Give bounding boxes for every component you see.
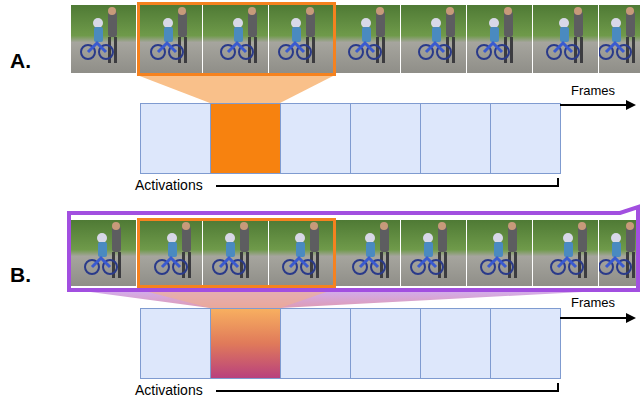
video-frame [400, 5, 466, 73]
video-frame [202, 220, 268, 286]
bracket [216, 178, 558, 186]
video-frame [136, 220, 202, 286]
video-frames [70, 220, 640, 286]
video-frame [70, 220, 136, 286]
receptive-field [137, 75, 335, 103]
panel-label: A. [10, 49, 31, 73]
video-frame [466, 5, 532, 73]
video-frame [268, 5, 334, 73]
video-frame [334, 5, 400, 73]
arrow-head [626, 100, 636, 110]
axis-label: Frames [571, 84, 615, 99]
window-box [139, 4, 335, 75]
panel-label: B. [10, 263, 31, 287]
activation-row [141, 309, 561, 379]
video-frames [70, 5, 640, 73]
context-box [69, 207, 638, 290]
video-frame [466, 220, 532, 286]
video-frame [70, 5, 136, 73]
video-frame [268, 220, 334, 286]
video-frame [334, 220, 400, 286]
axis-label: Activations [135, 382, 203, 398]
video-frame [598, 220, 640, 286]
arrow-head [626, 313, 636, 323]
window-box [139, 220, 335, 287]
axis-label: Activations [135, 177, 203, 193]
activation-row [141, 104, 561, 174]
time-arrow [560, 317, 628, 319]
video-frame [202, 5, 268, 73]
time-arrow [560, 104, 628, 106]
video-frame [598, 5, 640, 73]
video-frame [532, 220, 598, 286]
bracket [216, 383, 558, 391]
axis-label: Frames [571, 296, 615, 311]
video-frame [400, 220, 466, 286]
video-frame [532, 5, 598, 73]
video-frame [136, 5, 202, 73]
